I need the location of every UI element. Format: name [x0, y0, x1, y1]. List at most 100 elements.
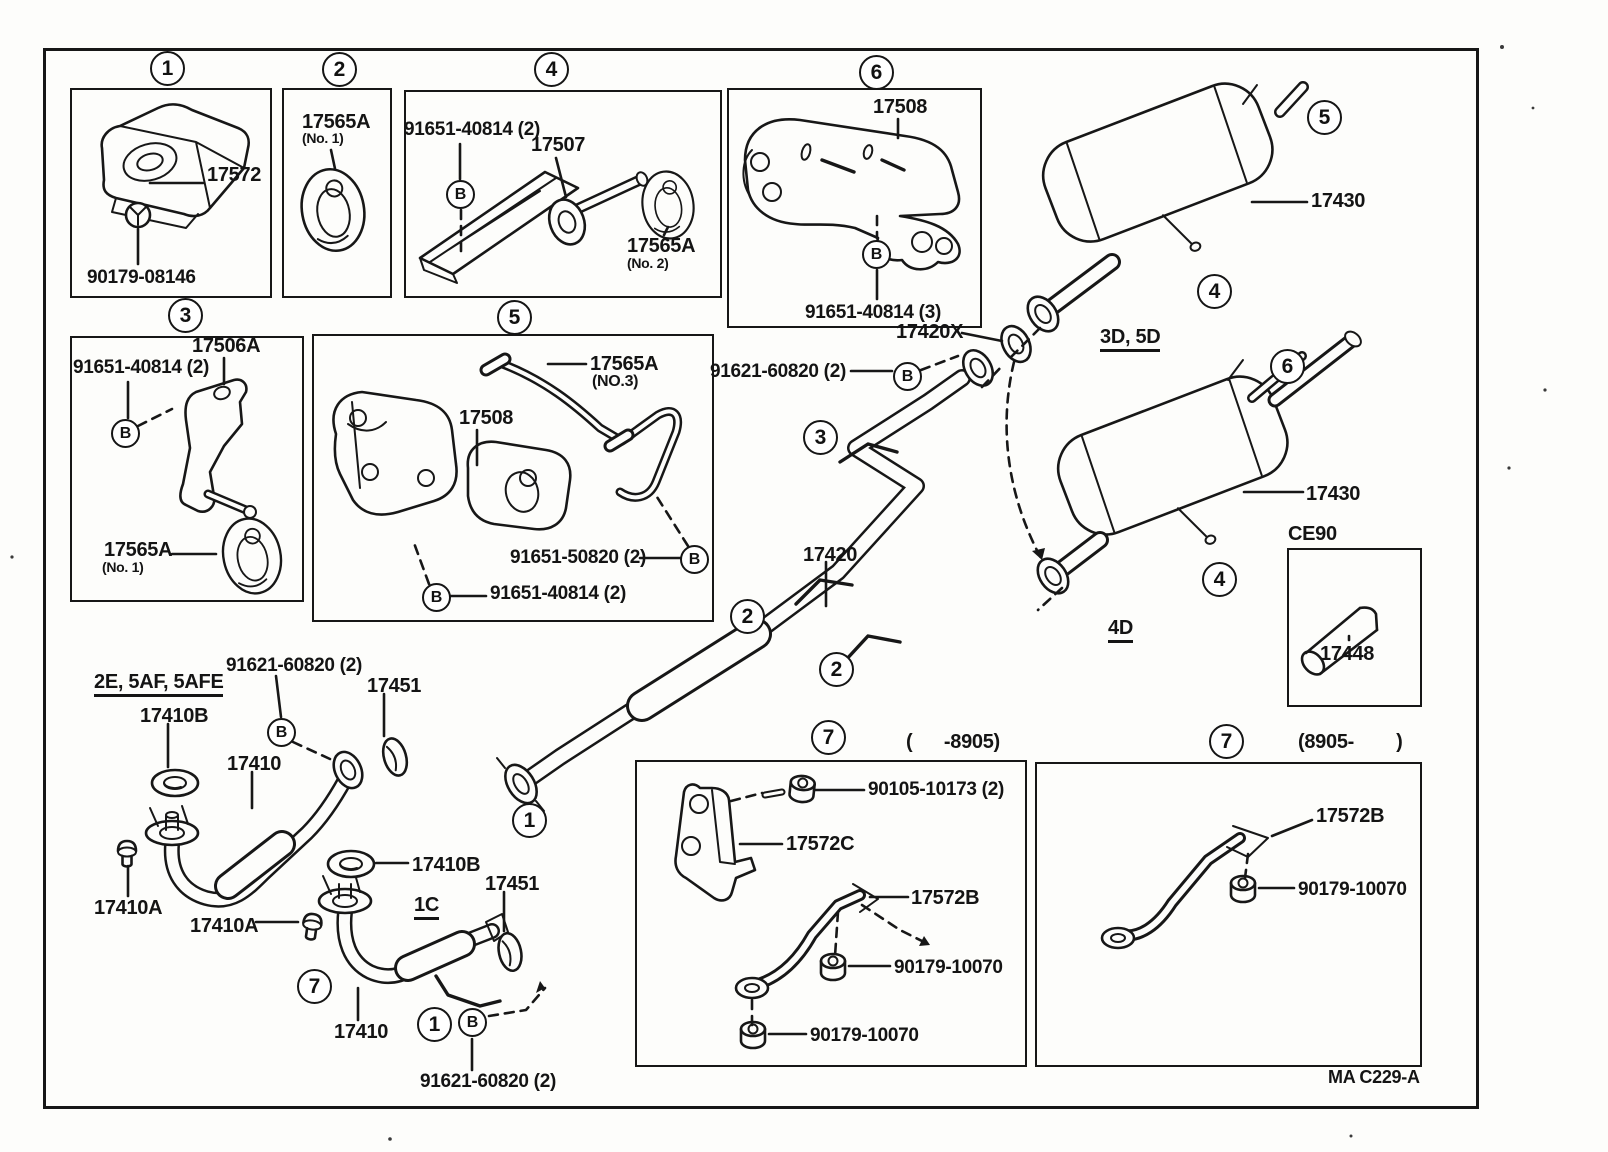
- label-17565a-no1-box2: 17565A: [302, 111, 371, 133]
- panel-box1: [70, 88, 272, 298]
- label-91651-40814-box5: 91651-40814 (2): [490, 583, 626, 604]
- callout-5-box5: 5: [497, 300, 532, 335]
- callout-3-pipe: 3: [803, 420, 838, 455]
- marker-b-centerpipe: B: [893, 362, 922, 391]
- label-17506a: 17506A: [192, 335, 261, 357]
- label-91651-40814-box3: 91651-40814 (2): [73, 357, 209, 378]
- label-91651-50820: 91651-50820 (2): [510, 547, 646, 568]
- label-90105-10173: 90105-10173 (2): [868, 779, 1004, 800]
- panel-box2: [282, 88, 392, 298]
- label-variant-4d: 4D: [1108, 618, 1133, 643]
- drawing-brackets-early: [674, 773, 932, 1050]
- label-17410-1c: 17410: [334, 1021, 389, 1043]
- panel-box6: [727, 88, 982, 328]
- label-17572: 17572: [207, 164, 262, 186]
- drawing-center-pipe-17420: [496, 319, 1038, 812]
- marker-b-box6: B: [862, 240, 891, 269]
- callout-2-box2: 2: [322, 52, 357, 87]
- panel-ce90: [1287, 548, 1422, 707]
- marker-b-frontpipe-1c: B: [458, 1008, 487, 1037]
- drawing-channel-17507: [418, 142, 699, 284]
- panel-bracket-late: [1035, 762, 1422, 1067]
- callout-3-box3: 3: [168, 298, 203, 333]
- label-17451-1c: 17451: [485, 873, 540, 895]
- label-ce90: CE90: [1288, 523, 1337, 545]
- label-91621-60820-mid: 91621-60820 (2): [710, 361, 846, 382]
- drawing-front-pipe-2e: [116, 674, 409, 908]
- label-note-no1-box2: (No. 1): [302, 130, 344, 146]
- drawing-front-pipe-1c: [254, 849, 547, 1072]
- label-90179-08146: 90179-08146: [87, 267, 196, 288]
- label-17430-sedan: 17430: [1306, 483, 1361, 505]
- label-90179-10070-early-b: 90179-10070: [810, 1025, 919, 1046]
- label-17565a-no2: 17565A: [627, 235, 696, 257]
- diagram-outer-border: [43, 48, 1479, 1109]
- label-17448: 17448: [1320, 643, 1375, 665]
- label-17410b-1c: 17410B: [412, 854, 481, 876]
- label-17508-box6: 17508: [873, 96, 928, 118]
- label-17410a-1c: 17410A: [190, 915, 259, 937]
- label-17410b-2e: 17410B: [140, 705, 209, 727]
- drawing-bracket-rod-no3: [332, 352, 690, 598]
- label-91621-60820-1c: 91621-60820 (2): [420, 1071, 556, 1092]
- drawing-bracket-17506a: [126, 356, 289, 601]
- callout-2-pipe-b: 2: [819, 652, 854, 687]
- drawing-muffler-3d5d: [1006, 71, 1309, 362]
- marker-b-frontpipe-2e: B: [267, 718, 296, 747]
- callout-4-box4: 4: [534, 52, 569, 87]
- callout-2-pipe-a: 2: [730, 599, 765, 634]
- label-17430-hatch: 17430: [1311, 190, 1366, 212]
- callout-4-muffler2: 4: [1202, 562, 1237, 597]
- callout-6-box6: 6: [859, 55, 894, 90]
- callout-1-box1: 1: [150, 51, 185, 86]
- label-engines-2e: 2E, 5AF, 5AFE: [94, 672, 224, 697]
- label-range-late: (8905- ): [1298, 731, 1403, 753]
- label-note-no2: (No. 2): [627, 255, 669, 271]
- label-17507: 17507: [531, 134, 586, 156]
- label-note-no3: (NO.3): [592, 373, 639, 390]
- label-17508-box5: 17508: [459, 407, 514, 429]
- marker-b-box4: B: [446, 180, 475, 209]
- label-range-early: ( -8905): [906, 731, 1000, 753]
- callout-6-muffler2: 6: [1270, 349, 1305, 384]
- label-17410-2e: 17410: [227, 753, 282, 775]
- drawing-mount-17572: [100, 103, 250, 266]
- marker-b-box5-upper: B: [680, 545, 709, 574]
- label-note-no1-box3: (No. 1): [102, 559, 144, 575]
- label-91651-40814-box4: 91651-40814 (2): [404, 119, 540, 140]
- label-17565a-no3: 17565A: [590, 353, 659, 375]
- callout-7-late: 7: [1209, 724, 1244, 759]
- panel-bracket-early: [635, 760, 1027, 1067]
- marker-b-box5-lower: B: [422, 583, 451, 612]
- figure-code: MA C229-A: [1328, 1067, 1420, 1087]
- label-17420x: 17420X: [896, 321, 964, 343]
- label-17572b-early: 17572B: [911, 887, 980, 909]
- drawing-bracket-late: [1100, 818, 1314, 950]
- label-17572c: 17572C: [786, 833, 855, 855]
- label-17410a-2e: 17410A: [94, 897, 163, 919]
- callout-7-frontpipe: 7: [297, 969, 332, 1004]
- callout-7-early: 7: [811, 720, 846, 755]
- label-91651-40814-box6: 91651-40814 (3): [805, 302, 941, 323]
- scan-speckles: [10, 45, 1547, 1141]
- label-90179-10070-late: 90179-10070: [1298, 879, 1407, 900]
- label-17420: 17420: [803, 544, 858, 566]
- label-91621-60820-2e: 91621-60820 (2): [226, 655, 362, 676]
- label-90179-10070-early-a: 90179-10070: [894, 957, 1003, 978]
- panel-box5: [312, 334, 714, 622]
- panel-box3: [70, 336, 304, 602]
- callout-1-frontpipe: 1: [417, 1007, 452, 1042]
- callout-4-muffler1: 4: [1197, 274, 1232, 309]
- drawing-tailpipe-17448: [1300, 606, 1379, 676]
- label-variant-3d5d: 3D, 5D: [1100, 327, 1161, 352]
- marker-b-box3: B: [111, 419, 140, 448]
- drawing-insulator-no1: [294, 148, 372, 258]
- label-engine-1c: 1C: [414, 895, 439, 920]
- drawing-bracket-17508-top: [742, 117, 961, 301]
- label-17572b-late: 17572B: [1316, 805, 1385, 827]
- label-17565a-no1-box3: 17565A: [104, 539, 173, 561]
- callout-1-pipe: 1: [512, 803, 547, 838]
- panel-box4: [404, 90, 722, 298]
- label-17451-2e: 17451: [367, 675, 422, 697]
